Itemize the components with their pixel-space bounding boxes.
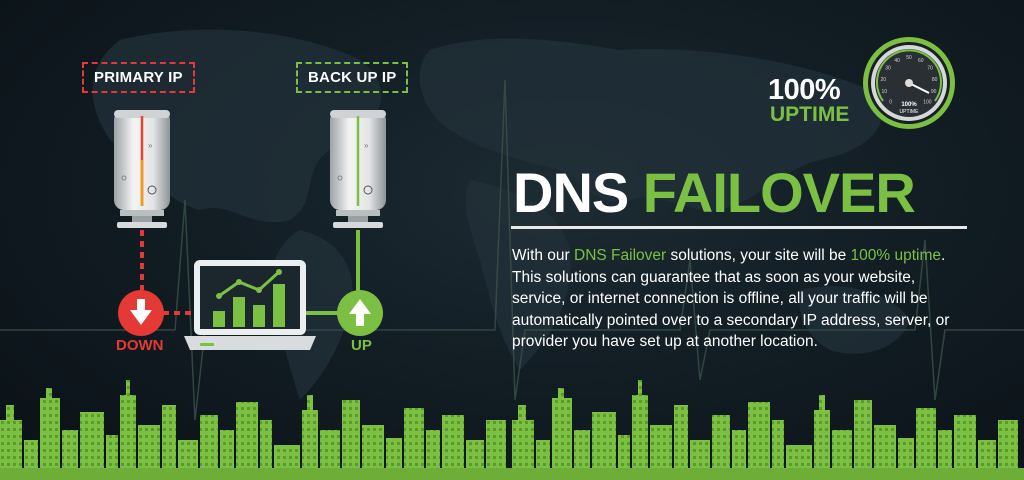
desc-highlight-uptime: 100% uptime	[850, 247, 942, 264]
gauge-tick-label: 50	[906, 55, 912, 61]
uptime-label: UPTIME	[770, 103, 850, 126]
uptime-percent: 100%	[768, 74, 841, 106]
gauge-tick-label: 20	[881, 77, 887, 83]
primary-server: »	[114, 110, 170, 228]
svg-text:»: »	[364, 141, 369, 150]
svg-text:»: »	[148, 141, 153, 150]
backup-server: »	[330, 110, 386, 228]
gauge-tick-label: 40	[894, 58, 900, 64]
down-label: DOWN	[116, 337, 164, 354]
gauge-tick-label: 100	[923, 99, 932, 105]
gauge-tick-label: 10	[882, 89, 888, 95]
gauge-tick-label: 30	[885, 66, 891, 72]
title-underline	[511, 226, 967, 229]
arrow-down-icon	[118, 290, 164, 336]
gauge-percent: 100%	[901, 102, 917, 108]
title-failover: FAILOVER	[642, 161, 916, 224]
page-title: DNS FAILOVER	[513, 160, 916, 225]
description-text: With our DNS Failover solutions, your si…	[512, 245, 972, 353]
up-label: UP	[351, 337, 372, 354]
gauge-word: UPTIME	[900, 109, 920, 115]
desc-highlight-dns-failover: DNS Failover	[574, 247, 667, 264]
desc-part3: . This solutions can guarantee that as s…	[512, 247, 950, 350]
gauge-tick-label: 60	[918, 58, 924, 64]
failed-connection	[140, 230, 195, 315]
gauge-tick-label: 80	[932, 77, 938, 83]
gauge-tick-label: 70	[927, 66, 933, 72]
desc-part1: With our	[512, 247, 575, 264]
primary-ip-label: PRIMARY IP	[82, 62, 195, 93]
gauge-tick-label: 90	[931, 89, 937, 95]
arrow-up-icon	[337, 290, 383, 336]
backup-ip-label: BACK UP IP	[296, 62, 409, 93]
title-dns: DNS	[513, 161, 629, 224]
active-connection	[305, 230, 360, 315]
desc-part2: solutions, your site will be	[666, 247, 851, 264]
gauge-tick-label: 0	[889, 99, 892, 105]
laptop-chart-icon	[184, 260, 316, 350]
